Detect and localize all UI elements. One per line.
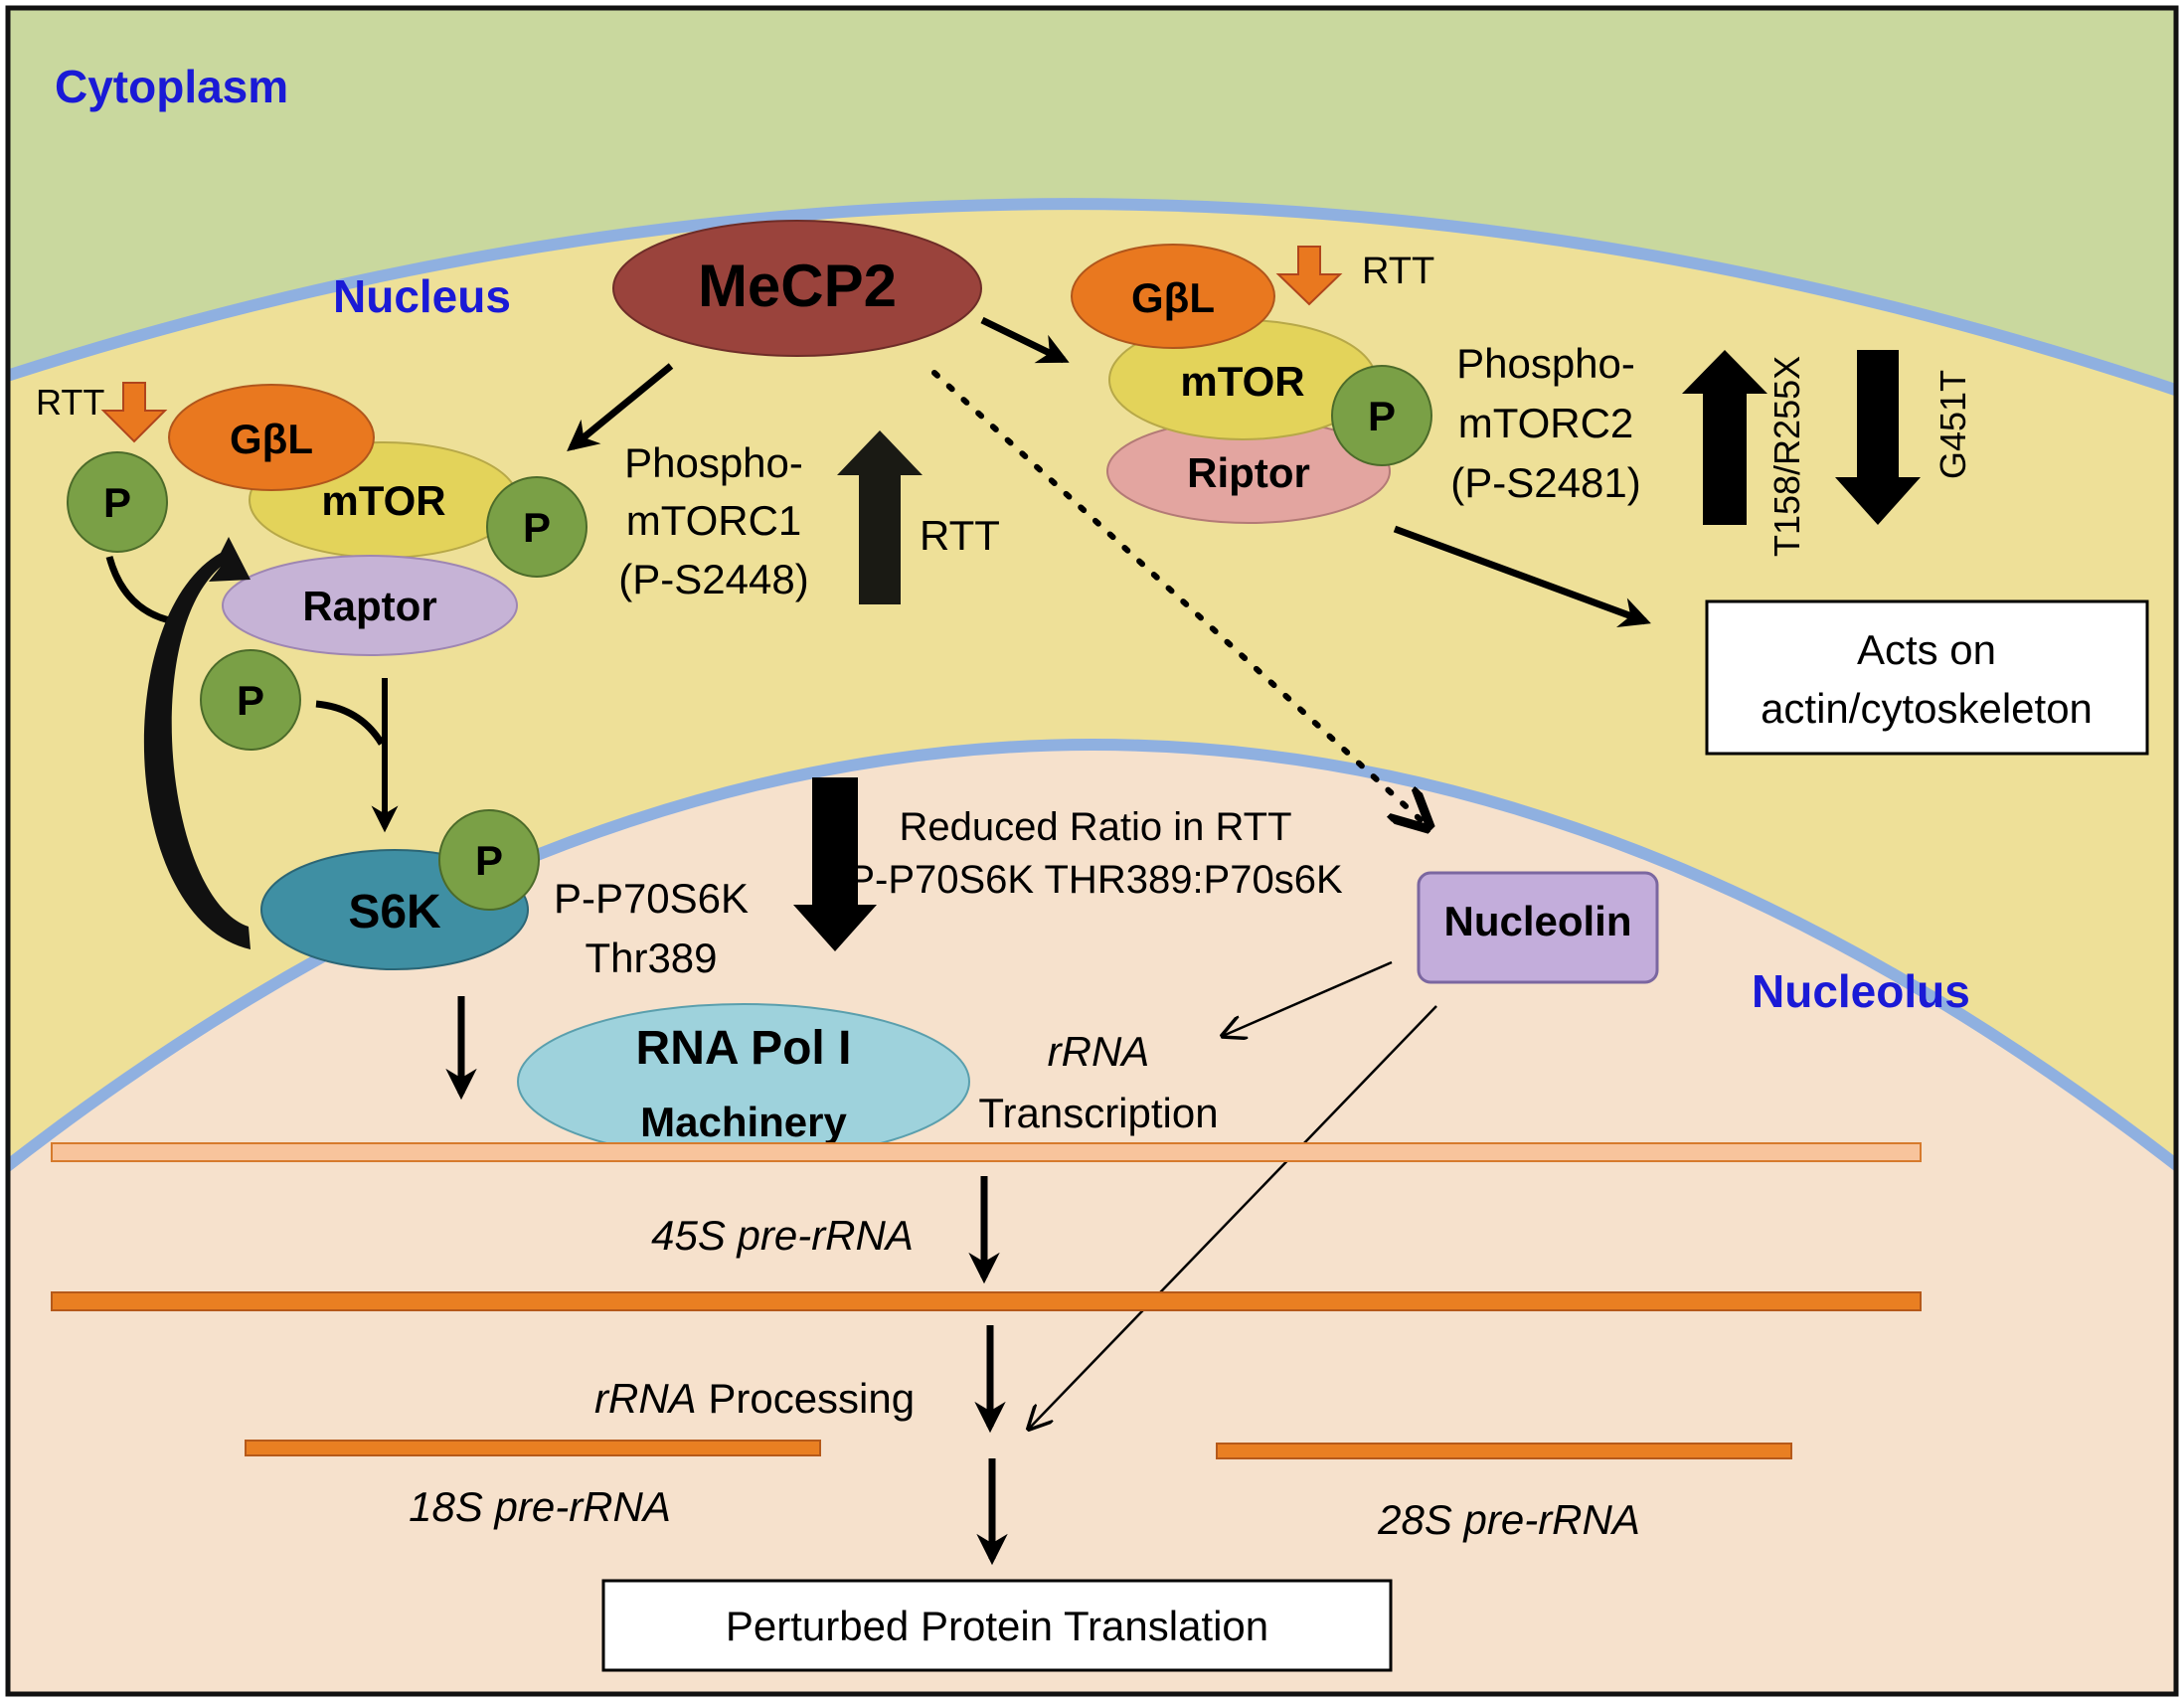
- arrow-mtorc2-to-actin: [1393, 525, 1651, 628]
- mtorc1-rtt-label: RTT: [36, 382, 104, 423]
- reduced-ratio-down-arrow-full: [793, 777, 877, 951]
- s6k-label: S6K: [348, 886, 441, 938]
- mtorc1-phospho-line3: (P-S2448): [618, 556, 808, 602]
- figure-frame: [5, 5, 2179, 1697]
- mtorc1-phospho-circle: [486, 476, 588, 578]
- arrow-nucleolin-to-transcription: [1223, 960, 1393, 1036]
- pre-rrna-45s-bar: [51, 1291, 1922, 1311]
- s6k-site-line1: P-P70S6K: [554, 875, 749, 922]
- mtorc2-phospho-line1: Phospho-: [1456, 340, 1635, 387]
- pre-rrna-18s-label: 18S pre-rRNA: [409, 1483, 671, 1530]
- rna-pol-line2: Machinery: [640, 1099, 847, 1145]
- nucleus-label: Nucleus: [333, 270, 511, 322]
- output-box-rect: [601, 1579, 1393, 1672]
- mecp2-node: MeCP2: [612, 220, 982, 357]
- mtorc1-rtt-down-arrow: [100, 382, 168, 443]
- output-box-label: Perturbed Protein Translation: [726, 1603, 1268, 1649]
- rrna-transcription-plain: Transcription: [978, 1090, 1218, 1136]
- free-phospho-top-label: P: [103, 479, 131, 526]
- mtorc2-down-arrow: [1835, 350, 1921, 525]
- nucleolin-label: Nucleolin: [1443, 898, 1631, 944]
- mtorc2-gbl-ellipse: [1071, 244, 1275, 349]
- mtorc2-phospho-line3: (P-S2481): [1450, 459, 1640, 506]
- actin-box-line2: actin/cytoskeleton: [1761, 685, 2093, 732]
- arrow-nucleolin-to-processing: [1029, 1005, 1437, 1429]
- svg-text:rRNA Processing: rRNA Processing: [594, 1375, 915, 1422]
- feedback-curved-arrow: [143, 537, 251, 949]
- free-phospho-mid: [200, 649, 301, 751]
- mtorc2-riptor-label: Riptor: [1187, 449, 1310, 496]
- mtorc1-gbl-ellipse: [168, 384, 375, 491]
- arrow-mecp2-to-mtorc1: [567, 363, 674, 451]
- phospho-mid-connector: [315, 700, 385, 746]
- mecp2-label: MeCP2: [698, 253, 897, 319]
- actin-box-line1: Acts on: [1857, 626, 1996, 673]
- mtorc2-gbl-label: GβL: [1131, 274, 1215, 321]
- rrna-processing-italic: rRNA: [594, 1375, 697, 1422]
- mtorc2-rtt-down-arrow: [1275, 246, 1343, 306]
- arrow-mecp2-to-mtorc2: [980, 316, 1070, 364]
- mecp2-ellipse: [612, 220, 982, 357]
- free-phospho-mid-label: P: [237, 677, 264, 724]
- mtorc2-down-mutation-label: G451T: [1932, 370, 1973, 479]
- mtorc2-rtt-label: RTT: [1362, 251, 1434, 292]
- s6k-phospho-label: P: [475, 837, 503, 884]
- mtorc2-up-arrow-full: [1682, 350, 1767, 525]
- mtorc1-complex: mTOR GβL Raptor P: [168, 384, 588, 656]
- reduced-ratio-line1: Reduced Ratio in RTT: [900, 805, 1292, 849]
- rna-pol-line1: RNA Pol I: [636, 1022, 852, 1075]
- mtorc2-phospho-label: P: [1368, 393, 1396, 439]
- pre-rrna-28s-bar: [1216, 1443, 1792, 1459]
- mtorc2-mtor-label: mTOR: [1180, 358, 1304, 405]
- rrna-processing-plain: Processing: [697, 1375, 915, 1422]
- phospho-top-connector: [105, 556, 175, 625]
- mtorc1-mtor-label: mTOR: [321, 477, 445, 524]
- mtorc2-phospho-line2: mTORC2: [1458, 400, 1634, 446]
- actin-box-rect: [1705, 599, 2149, 756]
- rrna-processing-label: rRNA Processing: [594, 1375, 915, 1422]
- mtorc1-raptor-label: Raptor: [302, 583, 436, 629]
- s6k-phospho-circle: [438, 809, 540, 911]
- pre-rrna-45s-label: 45S pre-rRNA: [651, 1212, 914, 1259]
- mtorc1-phospho-text: Phospho- mTORC1 (P-S2448): [618, 439, 808, 602]
- mtorc2-phospho-text: Phospho- mTORC2 (P-S2481): [1450, 340, 1640, 506]
- mtorc1-raptor-ellipse: [222, 555, 518, 656]
- nucleolus-label: Nucleolus: [1752, 965, 1970, 1017]
- pre-rrna-28s-label: 28S pre-rRNA: [1377, 1496, 1640, 1543]
- mtorc2-phospho-circle: [1331, 365, 1432, 466]
- dotted-arrow-mecp2-to-nucleolin: [931, 370, 1428, 827]
- free-phospho-top: [67, 451, 168, 553]
- reduced-ratio-line2: P-P70S6K THR389:P70s6K: [848, 858, 1343, 902]
- actin-box: Acts on actin/cytoskeleton: [1705, 599, 2149, 756]
- cytoplasm-label: Cytoplasm: [55, 61, 288, 112]
- rrna-transcription-italic: rRNA: [1048, 1028, 1150, 1075]
- rna-pol-node: RNA Pol I Machinery: [517, 1003, 970, 1160]
- s6k-node: S6K P: [260, 809, 540, 970]
- nucleolin-node: Nucleolin: [1417, 871, 1659, 984]
- s6k-site-line2: Thr389: [585, 935, 717, 981]
- mtorc1-phospho-line2: mTORC1: [626, 497, 802, 544]
- mtorc1-phospho-label: P: [523, 504, 551, 551]
- mtorc2-complex: Riptor mTOR GβL P: [1071, 244, 1432, 524]
- nucleolin-rect: [1417, 871, 1659, 984]
- mtorc1-phospho-line1: Phospho-: [624, 439, 803, 486]
- mtorc1-gbl-label: GβL: [230, 416, 313, 462]
- rdna-template-bar: [51, 1142, 1922, 1162]
- mtorc2-up-mutation-label: T158/R255X: [1766, 356, 1807, 557]
- mtorc1-up-rtt-label: RTT: [920, 512, 1000, 559]
- pre-rrna-18s-bar: [245, 1440, 821, 1456]
- output-box: Perturbed Protein Translation: [601, 1579, 1393, 1672]
- mtorc1-rtt-up-arrow-shape: [837, 430, 923, 604]
